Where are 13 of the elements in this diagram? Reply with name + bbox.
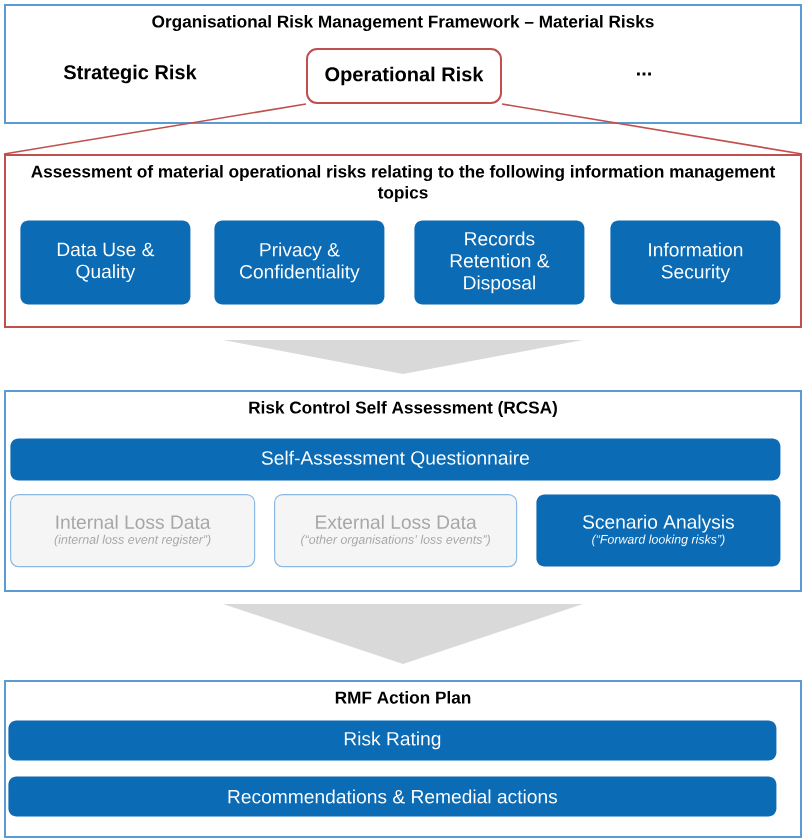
topic-box: Information Security — [610, 220, 781, 305]
highlight-box: Operational Risk — [306, 48, 502, 104]
zoom-lines — [3, 103, 803, 155]
chevron-arrow — [223, 340, 583, 374]
topic-box: Privacy & Confidentiality — [214, 220, 385, 305]
topic-box: Risk Rating — [8, 720, 777, 761]
label-text: Strategic Risk — [63, 64, 197, 84]
topic-box: Records Retention & Disposal — [414, 220, 585, 305]
label-text: ... — [637, 72, 651, 76]
topic-box: Recommendations & Remedial actions — [8, 776, 777, 817]
chevron-arrow — [223, 604, 583, 664]
topic-box: Data Use & Quality — [20, 220, 191, 305]
topic-box: Self-Assessment Questionnaire — [10, 438, 781, 481]
